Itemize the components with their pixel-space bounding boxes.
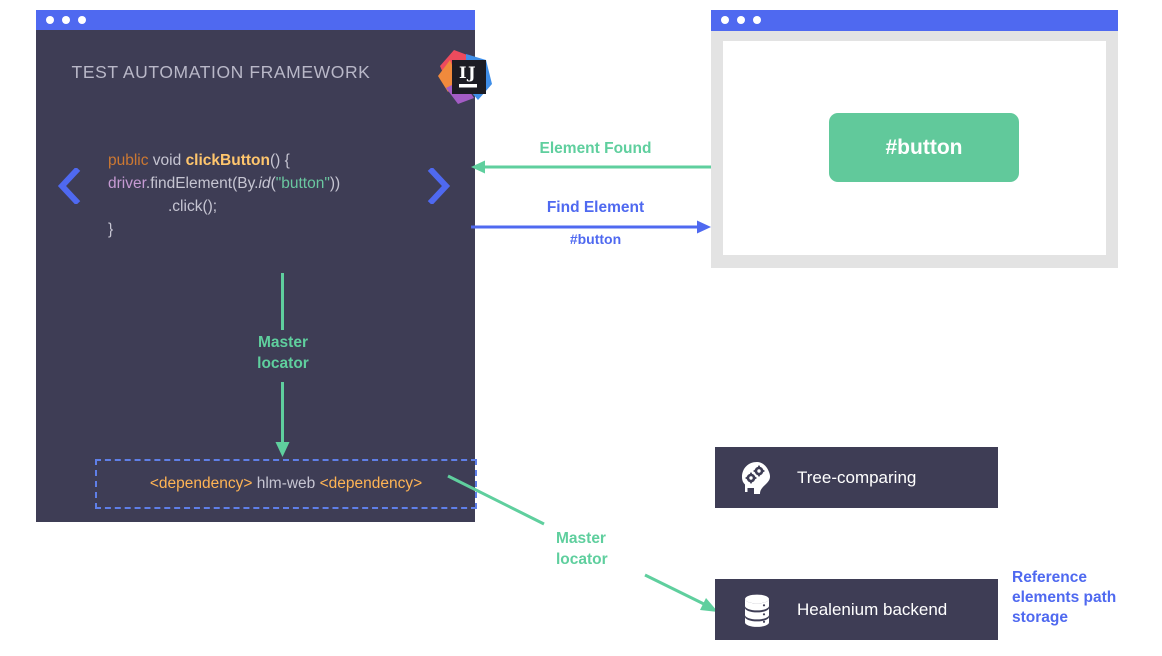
card-tree-comparing-label: Tree-comparing bbox=[797, 467, 917, 487]
ide-titlebar bbox=[36, 10, 475, 30]
ide-window: TEST AUTOMATION FRAMEWORK I J public voi… bbox=[36, 10, 492, 522]
dependency-artifact: hlm-web bbox=[252, 475, 320, 492]
ide-title: TEST AUTOMATION FRAMEWORK bbox=[71, 62, 371, 82]
code-line1-tail: () { bbox=[269, 152, 290, 169]
head-with-gears-icon bbox=[742, 461, 771, 494]
code-open-paren: ( bbox=[270, 175, 276, 192]
master-locator-arrow-upper bbox=[281, 273, 284, 330]
window-control-maximize[interactable] bbox=[78, 16, 86, 24]
master-locator-arrow-lower bbox=[275, 382, 290, 457]
dependency-text: <dependency> hlm-web <dependency> bbox=[150, 475, 422, 493]
svg-text:J: J bbox=[466, 63, 476, 82]
element-found-label: Element Found bbox=[539, 140, 652, 157]
code-method-name: clickButton bbox=[185, 152, 270, 169]
code-by-id: id bbox=[258, 175, 271, 192]
find-element-label: Find Element bbox=[546, 199, 645, 216]
element-found-arrow bbox=[471, 160, 711, 174]
browser-viewport: #button bbox=[723, 41, 1106, 255]
page-button[interactable]: #button bbox=[829, 113, 1019, 182]
find-element-arrow bbox=[471, 220, 711, 234]
code-click-call: .click(); bbox=[168, 198, 218, 215]
code-string-button: "button" bbox=[275, 175, 330, 192]
find-element-target-label: #button bbox=[569, 231, 622, 247]
intellij-idea-logo: I J bbox=[438, 50, 492, 104]
chevron-right-icon[interactable] bbox=[427, 168, 451, 204]
browser-control-minimize[interactable] bbox=[737, 16, 745, 24]
dependency-box: <dependency> hlm-web <dependency> bbox=[95, 459, 477, 509]
svg-text:I: I bbox=[459, 63, 466, 82]
code-snippet: public void clickButton() { driver.findE… bbox=[108, 149, 418, 241]
window-control-close[interactable] bbox=[46, 16, 54, 24]
database-icon bbox=[745, 594, 769, 627]
code-keyword-public: public bbox=[108, 152, 149, 169]
window-controls bbox=[46, 16, 86, 24]
code-variable-driver: driver bbox=[108, 175, 146, 192]
code-closing-brace: } bbox=[108, 221, 114, 238]
master-locator-diagonal-arrow bbox=[447, 474, 718, 612]
code-findelement-call: .findElement(By. bbox=[145, 175, 259, 192]
browser-titlebar bbox=[711, 10, 1118, 31]
dependency-open-tag: <dependency> bbox=[149, 475, 253, 492]
storage-note: Reference elements path storage bbox=[1012, 569, 1117, 626]
browser-control-close[interactable] bbox=[721, 16, 729, 24]
browser-window-controls bbox=[721, 16, 761, 24]
chevron-left-icon[interactable] bbox=[57, 168, 81, 204]
card-healenium-backend-label: Healenium backend bbox=[797, 599, 948, 619]
card-tree-comparing[interactable]: Tree-comparing bbox=[715, 447, 998, 508]
code-close-paren: )) bbox=[329, 175, 341, 192]
browser-window: #button bbox=[711, 10, 1118, 268]
dependency-close-tag: <dependency> bbox=[319, 475, 423, 492]
browser-control-maximize[interactable] bbox=[753, 16, 761, 24]
card-healenium-backend[interactable]: Healenium backend bbox=[715, 579, 998, 640]
code-type-void: void bbox=[148, 152, 186, 169]
window-control-minimize[interactable] bbox=[62, 16, 70, 24]
